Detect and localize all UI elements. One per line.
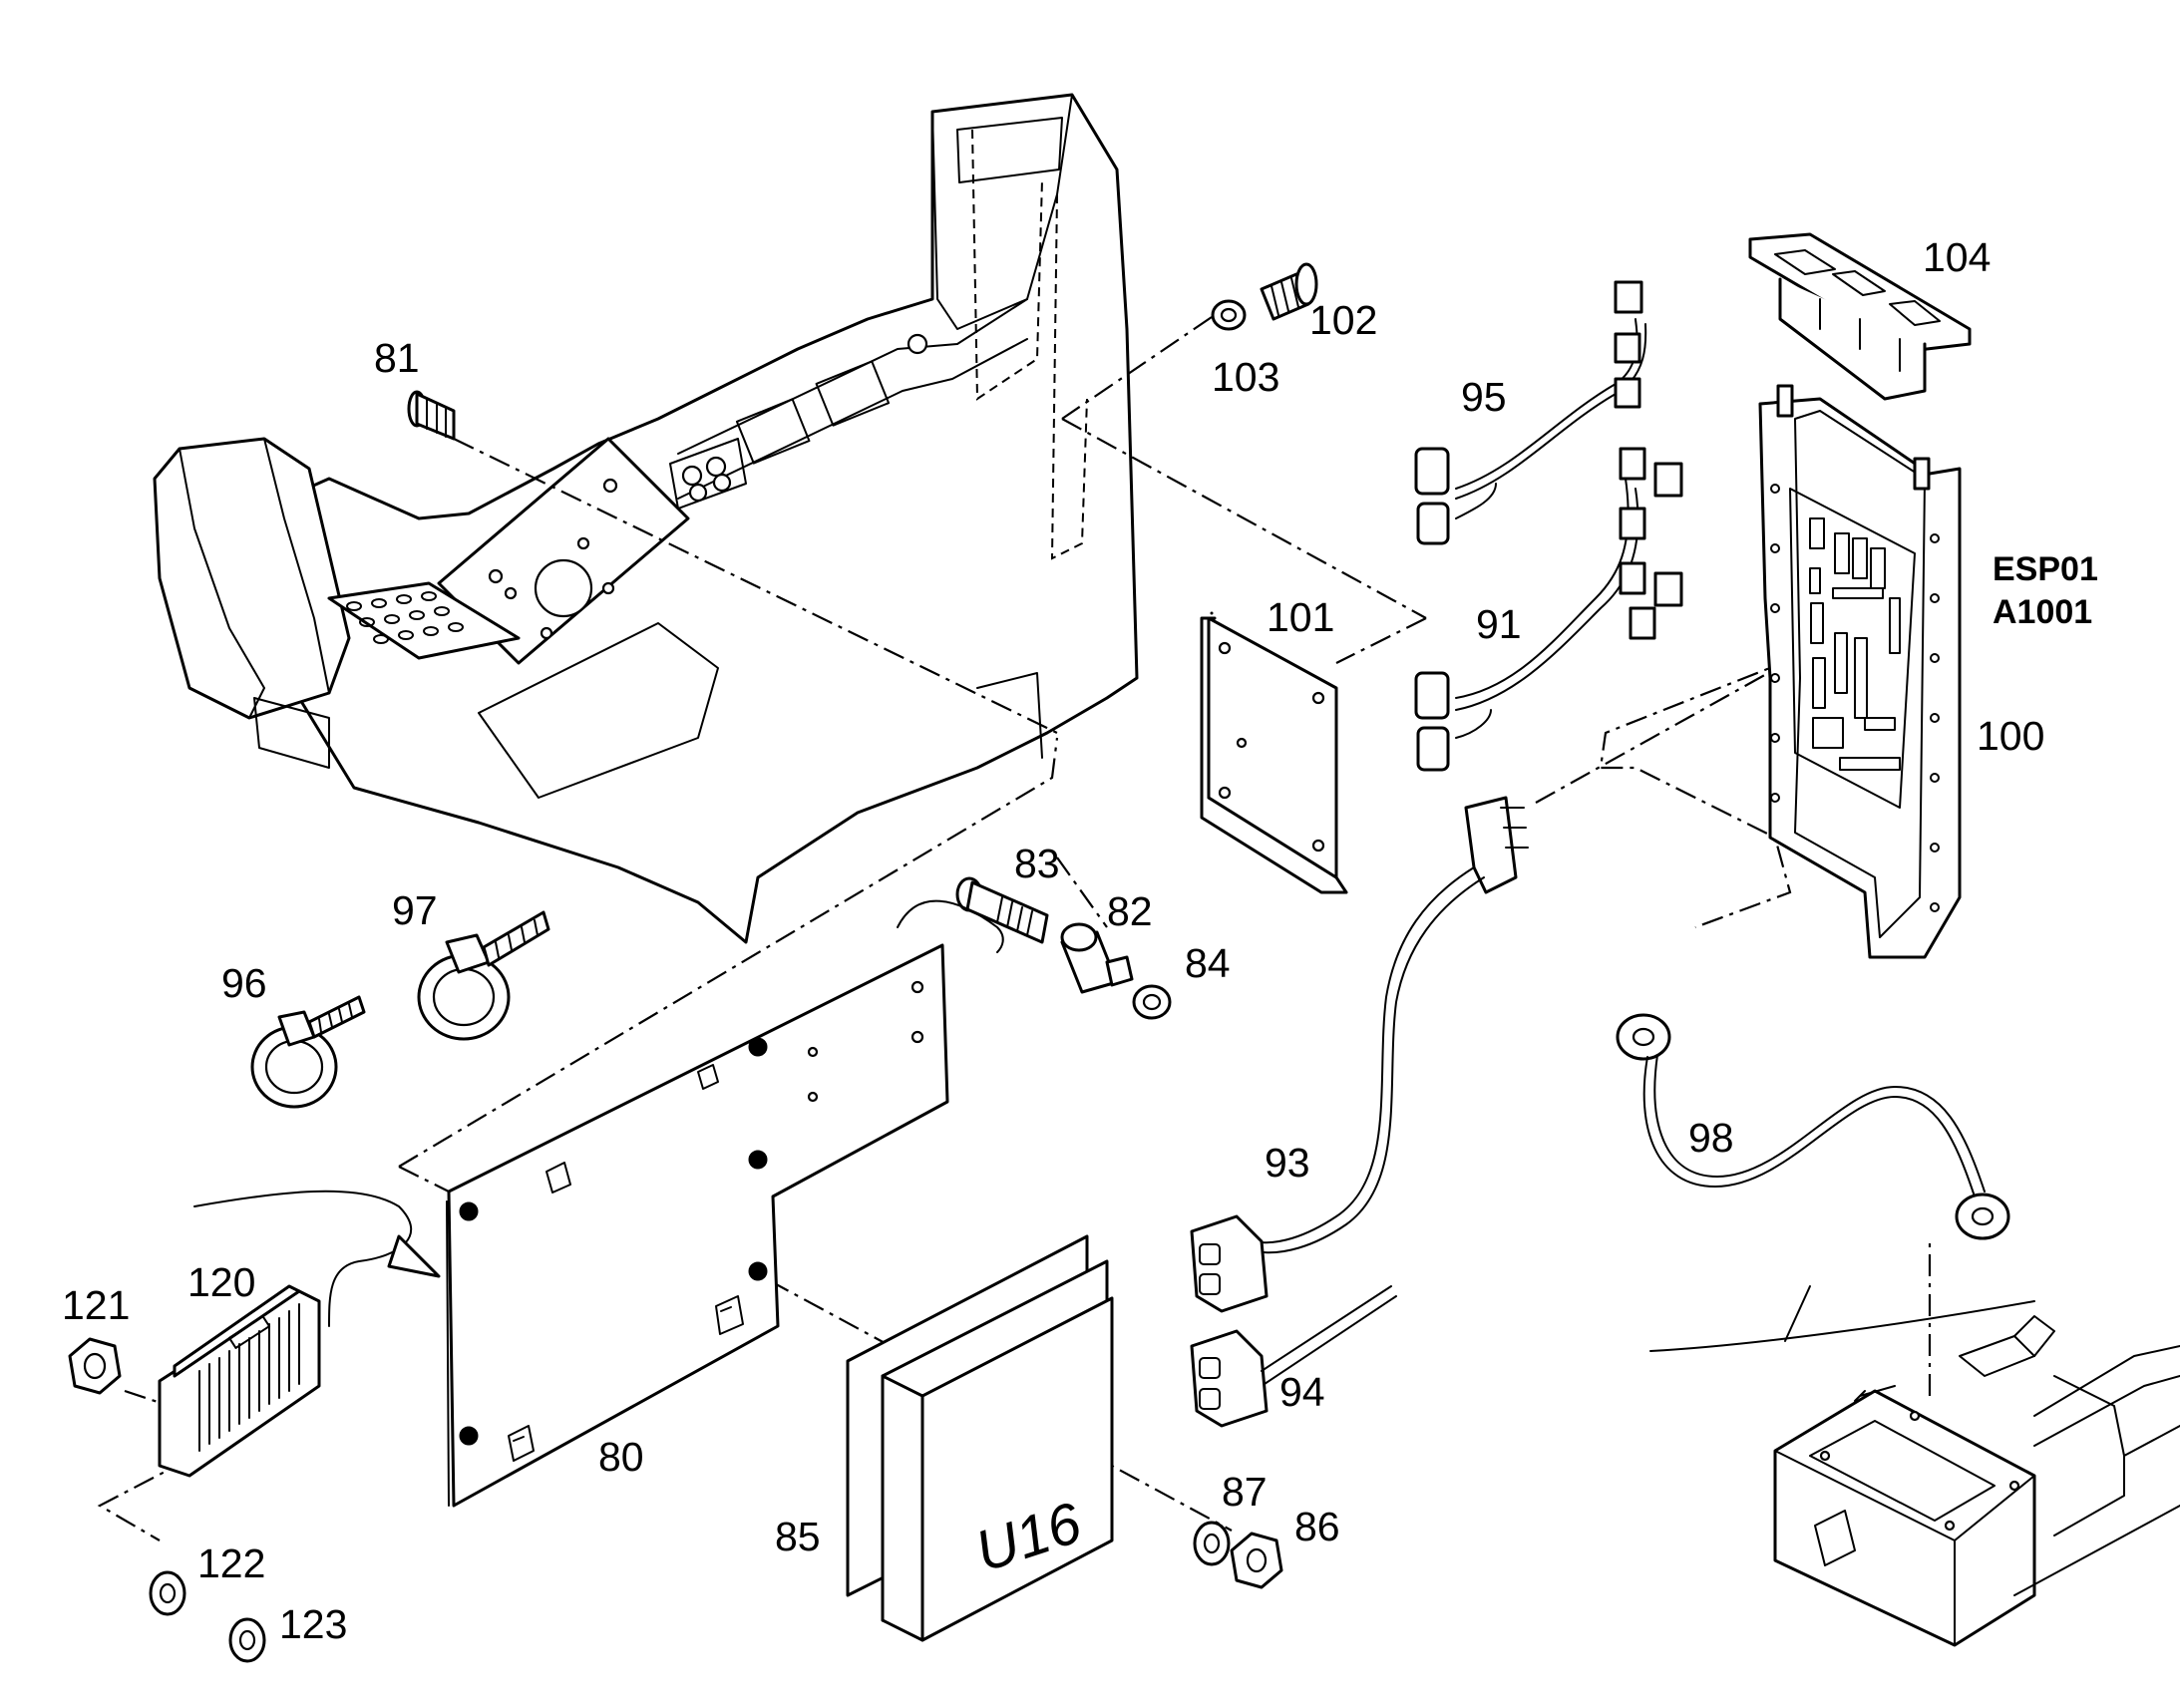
callout-94: 94 — [1279, 1369, 1325, 1415]
callout-101: 101 — [1267, 594, 1334, 640]
assembly-code-line1: ESP01 — [1993, 550, 2098, 588]
callout-122: 122 — [197, 1540, 265, 1586]
part-100-control-module — [1758, 384, 1962, 959]
part-94-connector — [1190, 1285, 1397, 1428]
part-101-bracket-plate — [1200, 611, 1348, 894]
callout-93: 93 — [1265, 1140, 1310, 1186]
callout-91: 91 — [1476, 601, 1522, 647]
part-82-spacer — [1060, 922, 1134, 994]
callout-96: 96 — [221, 960, 267, 1006]
part-83-bolt — [955, 876, 1049, 944]
callout-86: 86 — [1294, 1504, 1340, 1549]
callout-98: 98 — [1688, 1115, 1734, 1161]
callout-81: 81 — [374, 335, 420, 381]
part-123-washer — [228, 1617, 266, 1663]
part-86-nut — [1230, 1532, 1283, 1589]
frame-detail — [1649, 1285, 2180, 1647]
part-120-heatsink — [158, 1284, 321, 1478]
part-91-wire-harness — [1414, 447, 1683, 772]
part-87-washer — [1193, 1521, 1231, 1566]
part-121-nut — [68, 1337, 122, 1395]
arrow-head — [387, 1234, 441, 1278]
callout-95: 95 — [1461, 374, 1507, 420]
part-104-switch-panel — [1748, 232, 1972, 401]
console-housing — [153, 93, 1139, 944]
callout-123: 123 — [279, 1601, 347, 1647]
callout-87: 87 — [1222, 1469, 1268, 1515]
part-122-washer — [149, 1570, 186, 1616]
part-102-screw — [1260, 262, 1318, 321]
callout-121: 121 — [62, 1282, 130, 1328]
part-85-electronic-module: U16 — [846, 1234, 1114, 1642]
callout-85: 85 — [775, 1514, 821, 1559]
part-80-leader-curve — [193, 1190, 413, 1327]
part-93-cable — [1190, 796, 1529, 1313]
callout-100: 100 — [1977, 713, 2044, 759]
part-80-mounting-plate — [446, 943, 949, 1508]
callout-103: 103 — [1212, 354, 1279, 400]
part-83-leader-curve — [897, 899, 1004, 953]
assembly-code-line2: A1001 — [1993, 593, 2092, 631]
callout-80: 80 — [598, 1434, 644, 1480]
callout-97: 97 — [392, 887, 438, 933]
callout-104: 104 — [1923, 234, 1991, 280]
callout-labels: 80 81 82 83 84 85 86 87 91 93 94 95 96 9… — [62, 234, 2098, 1647]
part-98-ground-strap — [1616, 1013, 2010, 1240]
callout-120: 120 — [187, 1259, 255, 1305]
callout-84: 84 — [1185, 940, 1231, 986]
part-95-wire-harness — [1414, 280, 1647, 545]
part-81-screw — [407, 390, 456, 441]
part-96-cable-tie — [250, 995, 366, 1109]
part-103-washer — [1211, 299, 1247, 331]
callout-82: 82 — [1107, 888, 1153, 934]
callout-83: 83 — [1014, 841, 1060, 886]
part-84-washer — [1132, 984, 1172, 1020]
callout-102: 102 — [1309, 297, 1377, 343]
part-97-cable-tie — [417, 910, 550, 1041]
